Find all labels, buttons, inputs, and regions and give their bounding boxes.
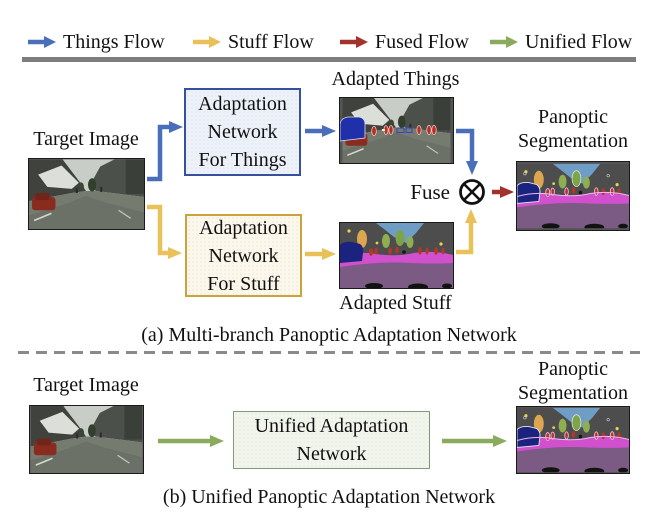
unified-adaptation-network-box: Unified Adaptation Network — [233, 411, 430, 469]
section-divider-dashed — [18, 351, 640, 354]
legend-item-fused-flow: Fused Flow — [338, 30, 469, 54]
adapted-things-label: Adapted Things — [331, 68, 460, 90]
things-box-line2: Network — [207, 121, 278, 143]
fuse-otimes-icon — [459, 179, 485, 205]
panoptic-segmentation-thumbnail-a — [516, 161, 630, 231]
panoptic-segmentation-label-a: Panoptic Segmentation — [518, 106, 628, 152]
stuff-box-line1: Adaptation — [199, 216, 288, 239]
things-box-line1: Adaptation — [198, 93, 287, 115]
things-flow-arrow-icon — [28, 36, 56, 48]
arrow-adapted-things-to-fuse — [456, 128, 478, 175]
panoptic-segmentation-thumbnail-b — [516, 406, 630, 474]
legend-label-things-flow: Things Flow — [63, 31, 165, 53]
legend-separator — [22, 57, 636, 62]
target-image-thumbnail-a — [28, 158, 145, 230]
adaptation-network-stuff-box: Adaptation Network For Stuff — [185, 214, 302, 297]
legend-item-things-flow: Things Flow — [26, 30, 165, 54]
legend-label-unified-flow: Unified Flow — [525, 31, 633, 53]
fused-flow-arrow-icon — [340, 36, 368, 48]
fuse-label: Fuse — [410, 180, 450, 204]
legend-label-fused-flow: Fused Flow — [375, 31, 469, 53]
adapted-stuff-thumbnail — [339, 222, 454, 289]
legend-item-stuff-flow: Stuff Flow — [191, 30, 314, 54]
adapted-things-thumbnail — [339, 97, 454, 164]
adapted-stuff-label: Adapted Stuff — [339, 292, 452, 314]
adaptation-network-things-box: Adaptation Network For Things — [184, 88, 301, 176]
legend-label-stuff-flow: Stuff Flow — [228, 31, 314, 53]
caption-b: (b) Unified Panoptic Adaptation Network — [162, 486, 496, 508]
stuff-box-line2: Network — [208, 244, 279, 267]
things-box-line3: For Things — [198, 149, 287, 171]
legend-item-unified-flow: Unified Flow — [488, 30, 632, 54]
unified-box-line2: Network — [296, 443, 367, 465]
target-image-label-a: Target Image — [33, 128, 139, 150]
stuff-box-line3: For Stuff — [207, 272, 280, 295]
arrow-adapted-stuff-to-fuse — [456, 209, 477, 255]
target-image-thumbnail-b — [29, 405, 144, 474]
arrow-target-to-stuff-box — [147, 204, 182, 259]
stuff-flow-arrow-icon — [193, 36, 221, 48]
arrow-target-to-things-box — [147, 121, 183, 182]
target-image-label-b: Target Image — [33, 374, 139, 396]
unified-box-line1: Unified Adaptation — [254, 415, 409, 437]
caption-a: (a) Multi-branch Panoptic Adaptation Net… — [141, 324, 517, 346]
panoptic-segmentation-label-b: Panoptic Segmentation — [518, 358, 628, 404]
unified-flow-arrow-icon — [490, 36, 518, 48]
